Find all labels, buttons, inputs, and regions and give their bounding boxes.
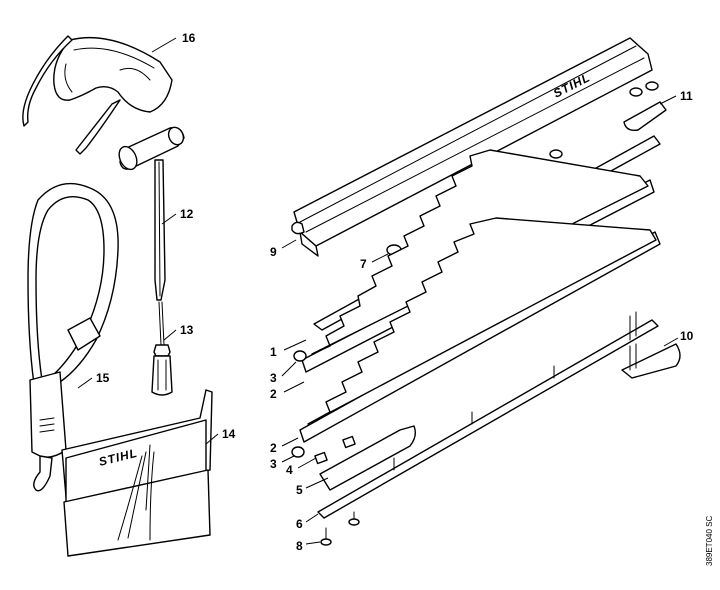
leader-lines xyxy=(77,37,679,545)
cutter-guide xyxy=(319,425,417,491)
screwdriver xyxy=(151,301,173,396)
tip-guard xyxy=(621,343,681,379)
spacer-upper xyxy=(293,350,307,362)
callout-2a: 2 xyxy=(270,387,277,401)
callout-1: 1 xyxy=(270,345,277,359)
callout-4: 4 xyxy=(286,463,293,477)
callout-5: 5 xyxy=(296,483,303,497)
callout-8: 8 xyxy=(296,539,303,553)
callout-16: 16 xyxy=(182,31,196,45)
callout-11: 11 xyxy=(680,89,693,103)
callout-15: 15 xyxy=(96,371,110,385)
callout-6: 6 xyxy=(296,517,303,531)
tool-pouch xyxy=(61,389,213,557)
callout-7: 7 xyxy=(360,257,367,271)
nut-and-plate xyxy=(623,81,667,132)
drawing-reference: 389ET040 SC xyxy=(705,516,714,566)
callout-12: 12 xyxy=(180,207,194,221)
spacer-lower xyxy=(291,446,305,458)
safety-glasses xyxy=(22,35,173,155)
gearbox-housing xyxy=(291,37,653,257)
callout-13: 13 xyxy=(180,323,194,337)
callout-10: 10 xyxy=(680,329,694,343)
guard-plate xyxy=(317,311,659,519)
callout-9: 9 xyxy=(270,245,277,259)
callout-3a: 3 xyxy=(270,371,277,385)
carrying-strap xyxy=(27,182,119,492)
callout-2b: 2 xyxy=(270,441,277,455)
callout-14: 14 xyxy=(222,427,236,441)
lower-cutter-blade xyxy=(299,217,661,443)
combination-wrench xyxy=(118,126,185,301)
callout-3b: 3 xyxy=(270,457,277,471)
slide-pieces xyxy=(314,435,356,465)
screws xyxy=(320,511,360,546)
